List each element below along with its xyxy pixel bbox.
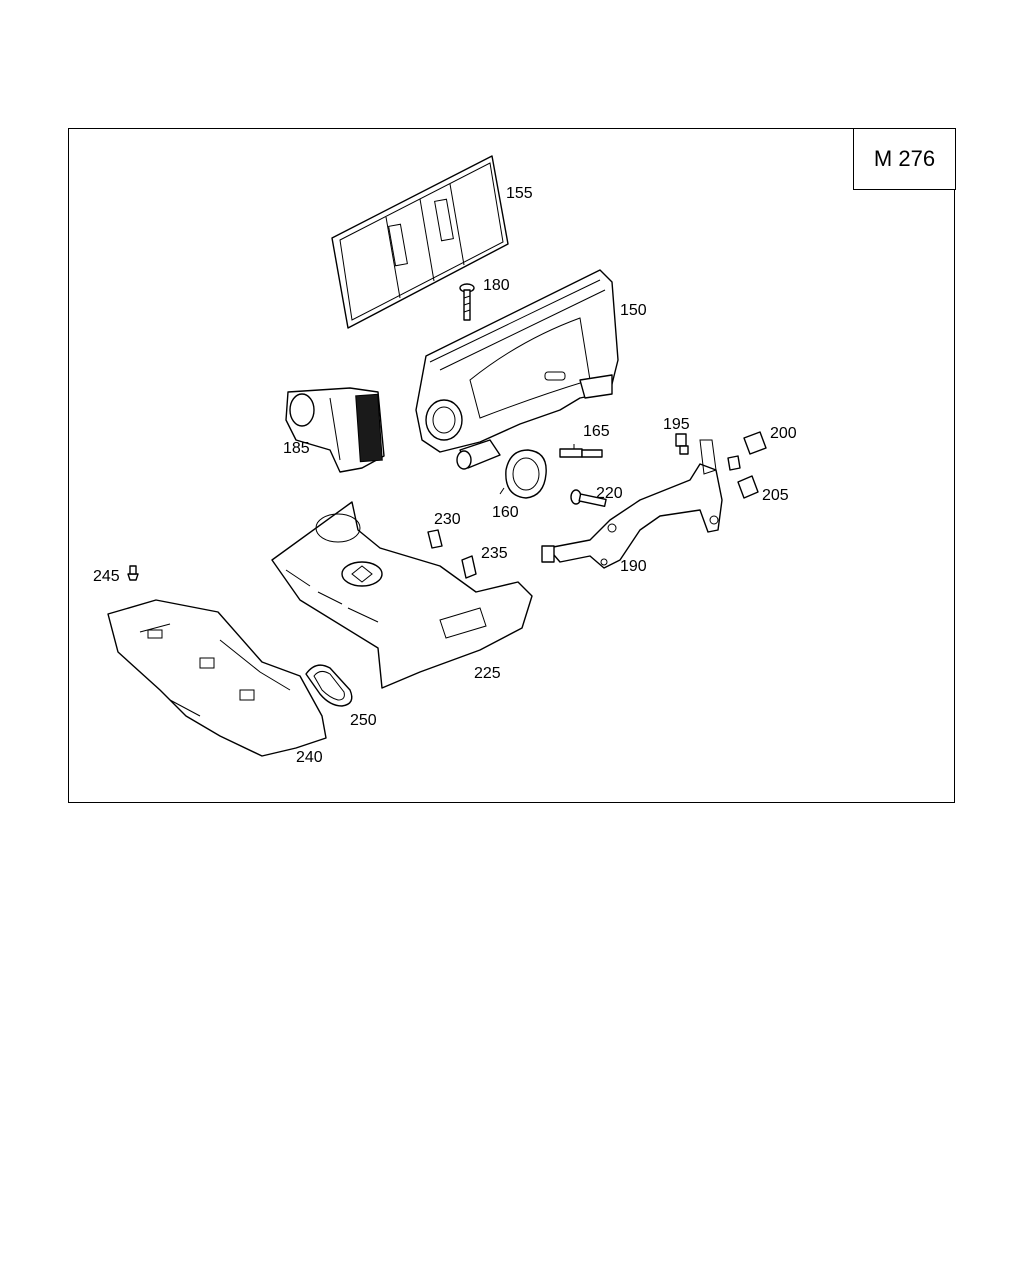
- push-rivet-245: [127, 565, 139, 581]
- label-150: 150: [620, 302, 647, 319]
- label-225: 225: [474, 665, 501, 682]
- sensor-165: [559, 444, 603, 458]
- label-180: 180: [483, 277, 510, 294]
- label-220: 220: [596, 485, 623, 502]
- engine-cover-225: [271, 501, 533, 689]
- seal-ring-160: [499, 449, 547, 499]
- diagram-frame: [68, 128, 955, 803]
- cover-240: [107, 599, 327, 757]
- gasket-250: [305, 664, 353, 707]
- air-intake-duct: [285, 387, 385, 473]
- label-230: 230: [434, 511, 461, 528]
- label-235: 235: [481, 545, 508, 562]
- label-245: 245: [93, 568, 120, 585]
- label-190: 190: [620, 558, 647, 575]
- air-filter-element: [331, 155, 509, 329]
- label-240: 240: [296, 749, 323, 766]
- model-code-box: M 276: [853, 128, 956, 190]
- air-filter-housing: [415, 269, 619, 470]
- clip-230: [427, 529, 443, 549]
- connector-205: [727, 455, 759, 499]
- connector-200: [743, 431, 767, 455]
- label-155: 155: [506, 185, 533, 202]
- model-code: M 276: [873, 146, 936, 171]
- label-165: 165: [583, 423, 610, 440]
- label-185: 185: [283, 440, 310, 457]
- label-205: 205: [762, 487, 789, 504]
- label-160: 160: [492, 504, 519, 521]
- label-195: 195: [663, 416, 690, 433]
- label-200: 200: [770, 425, 797, 442]
- screw-180: [459, 283, 475, 321]
- clip-235: [461, 555, 477, 579]
- label-250: 250: [350, 712, 377, 729]
- clip-195: [675, 433, 689, 455]
- bolt-220: [570, 489, 607, 508]
- bracket-190: [541, 439, 723, 569]
